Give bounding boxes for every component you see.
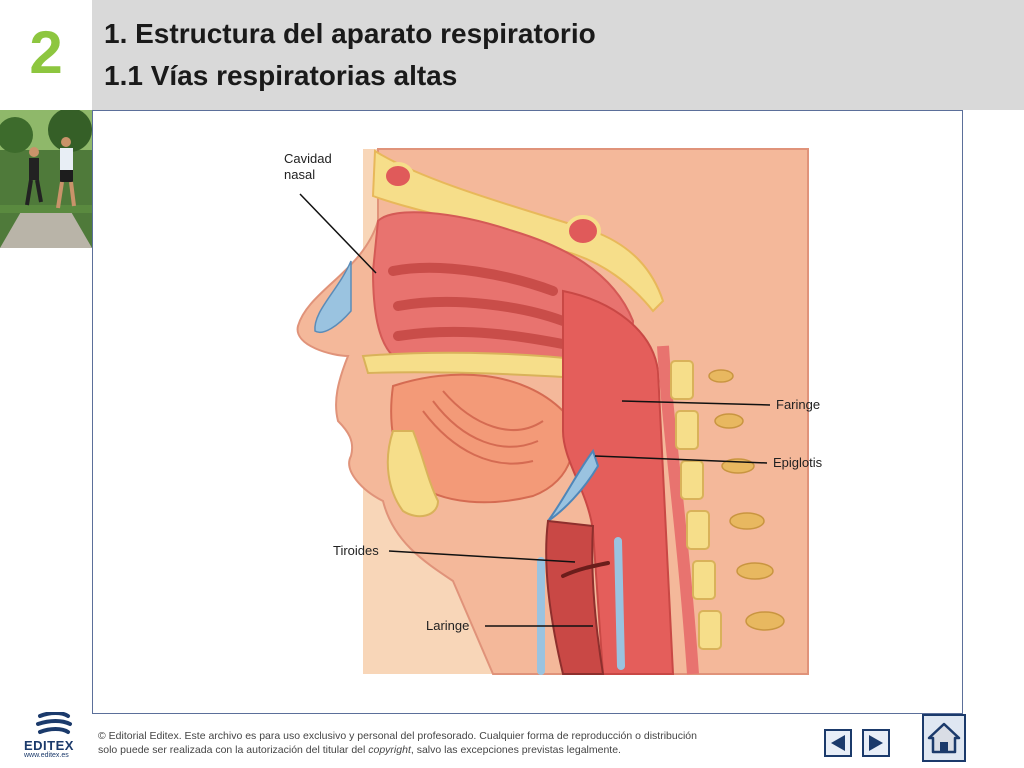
label-laringe: Laringe — [426, 618, 469, 633]
leader-epiglotis — [594, 455, 768, 464]
runners-photo — [0, 110, 92, 248]
section-number-box: 2 — [0, 0, 92, 110]
next-slide-button[interactable] — [862, 729, 890, 757]
leader-tiroides — [388, 550, 576, 563]
copyright-line-1: © Editorial Editex. Este archivo es para… — [98, 730, 697, 742]
leader-cavidad-nasal — [299, 193, 377, 274]
section-number: 2 — [29, 19, 63, 86]
previous-slide-button[interactable] — [824, 729, 852, 757]
home-icon — [927, 722, 961, 754]
label-cavidad-nasal-2: nasal — [284, 167, 315, 182]
copyright-line-2-b: , salvo las excepciones previstas legalm… — [410, 744, 621, 756]
label-cavidad-nasal-1: Cavidad — [284, 151, 332, 166]
slide-title: 1. Estructura del aparato respiratorio — [104, 18, 596, 49]
label-tiroides: Tiroides — [333, 543, 379, 558]
copyright-line-2: solo puede ser realizada con la autoriza… — [98, 743, 818, 757]
label-faringe: Faringe — [776, 397, 820, 412]
home-button[interactable] — [922, 714, 966, 762]
copyright-line-2-a: solo puede ser realizada con la autoriza… — [98, 744, 369, 756]
respiratory-tract-diagram: Cavidad nasal Faringe Epiglotis Tiroides… — [284, 148, 823, 675]
triangle-right-icon — [869, 735, 883, 751]
copyright-word: copyright — [368, 744, 411, 756]
leader-faringe — [621, 400, 771, 406]
editex-logo-text: EDITEX — [24, 738, 74, 753]
slide-header: 1. Estructura del aparato respiratorio 1… — [92, 0, 1024, 110]
editex-url: www.editex.es — [24, 752, 69, 759]
label-epiglotis: Epiglotis — [773, 455, 823, 470]
editex-logo — [18, 711, 88, 762]
copyright-notice: © Editorial Editex. Este archivo es para… — [98, 729, 818, 757]
content-frame: Cavidad nasal Faringe Epiglotis Tiroides… — [92, 110, 963, 714]
slide-subtitle: 1.1 Vías respiratorias altas — [104, 60, 458, 91]
triangle-left-icon — [831, 735, 845, 751]
